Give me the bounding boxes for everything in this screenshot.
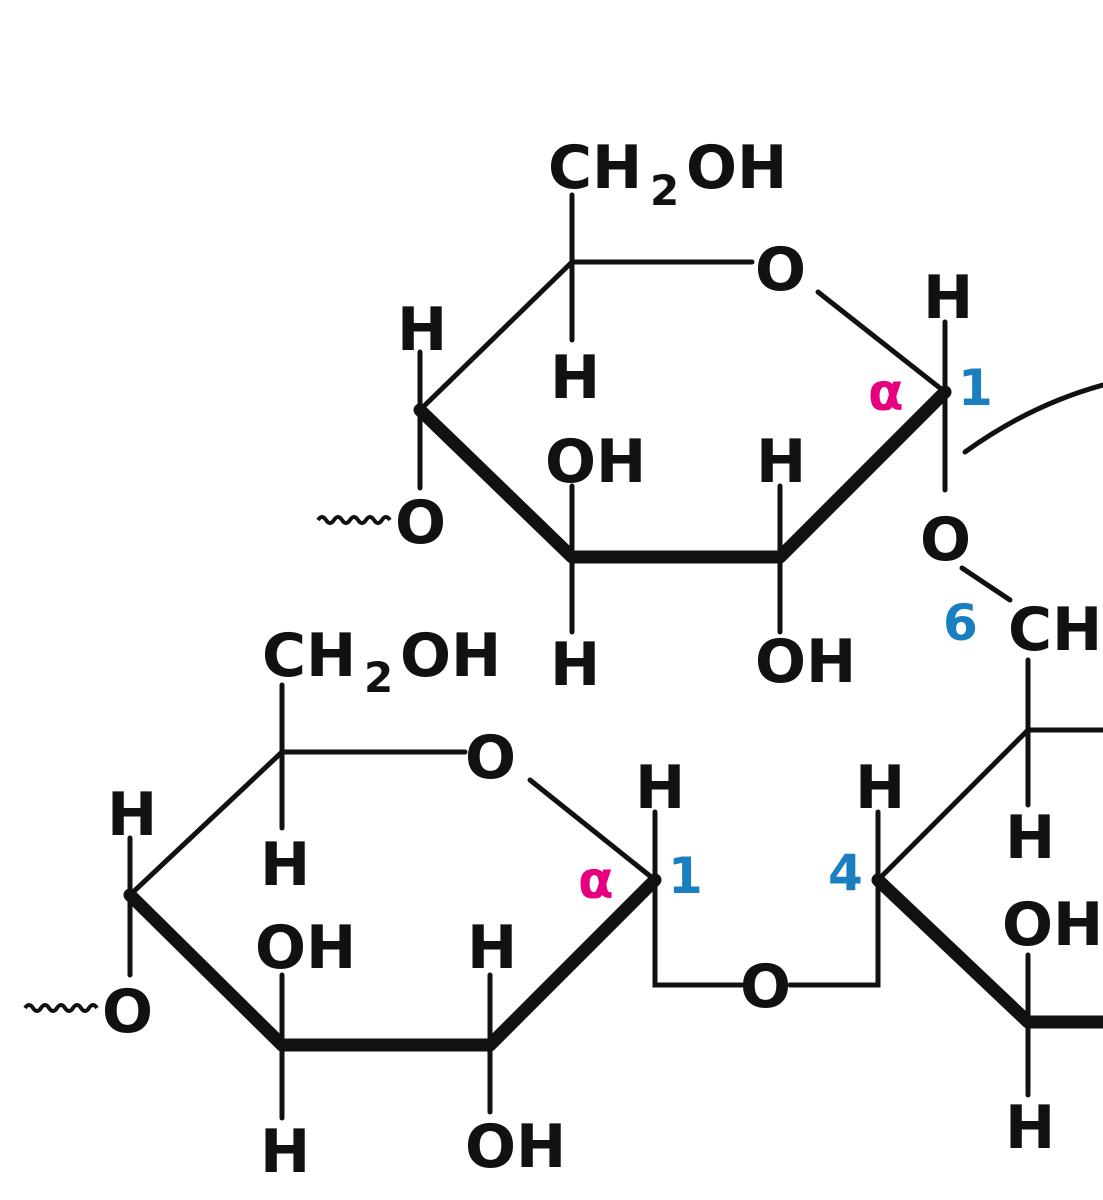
upper-c2-hydrogen: H — [756, 427, 806, 497]
lower-ch2oh-ch: CH — [262, 621, 356, 691]
right-c3-hydrogen: H — [1005, 1093, 1055, 1163]
upper-c3-hydrogen: H — [550, 630, 600, 700]
carbon-6-label: 6 — [943, 594, 978, 652]
lower-c1-hydrogen: H — [635, 753, 685, 823]
lower-c2-oh: OH — [465, 1112, 566, 1182]
lower-chain-continuation-wavy — [23, 1003, 99, 1013]
upper-c2-oh: OH — [755, 627, 856, 697]
upper-ch2oh-oh: OH — [686, 133, 787, 203]
alpha-1-6-linkage: O 6 CH — [920, 382, 1103, 665]
lower-carbon-1-label: 1 — [668, 847, 703, 905]
lower-alpha-label: α — [578, 851, 614, 911]
lower-glucose-ring: CH 2 OH O H H OH H H OH H O α 1 — [23, 621, 703, 1187]
lower-c3-hydrogen: H — [260, 1117, 310, 1187]
lower-ring-oxygen: O — [465, 723, 516, 793]
branch-oxygen: O — [920, 505, 971, 575]
lower-c3-oh: OH — [255, 913, 356, 983]
lower-c5-hydrogen: H — [260, 830, 310, 900]
lower-c4-oxygen: O — [102, 977, 153, 1047]
upper-glucose-ring: CH 2 OH O H H OH H H OH H O α 1 — [316, 133, 993, 700]
upper-ring-oxygen: O — [755, 235, 806, 305]
right-c3-oh-partial: OH — [1002, 890, 1103, 960]
right-c4-hydrogen: H — [855, 753, 905, 823]
alpha-1-4-linkage: O 4 H — [652, 753, 905, 1022]
partial-right-glucose-ring: H OH H — [871, 657, 1103, 1163]
lower-ch2oh-oh: OH — [400, 621, 501, 691]
glycosidic-oxygen: O — [740, 952, 791, 1022]
chain-continuation-wavy — [316, 515, 392, 525]
upper-alpha-label: α — [868, 363, 904, 423]
upper-c4-oxygen: O — [395, 488, 446, 558]
right-c5-hydrogen: H — [1005, 803, 1055, 873]
upper-ch2oh-ch: CH — [548, 133, 642, 203]
lower-c2-hydrogen: H — [467, 913, 517, 983]
upper-c3-oh: OH — [545, 427, 646, 497]
upper-ch2oh-sub: 2 — [650, 166, 679, 215]
upper-c4-hydrogen: H — [397, 295, 447, 365]
upper-c5-hydrogen: H — [550, 343, 600, 413]
upper-carbon-1-label: 1 — [958, 359, 993, 417]
carbon-4-label: 4 — [828, 844, 863, 902]
curved-link-line — [962, 382, 1103, 455]
lower-c4-hydrogen: H — [107, 780, 157, 850]
right-ch-partial: CH — [1008, 595, 1102, 665]
upper-c1-hydrogen: H — [923, 263, 973, 333]
lower-ch2oh-sub: 2 — [364, 653, 393, 702]
